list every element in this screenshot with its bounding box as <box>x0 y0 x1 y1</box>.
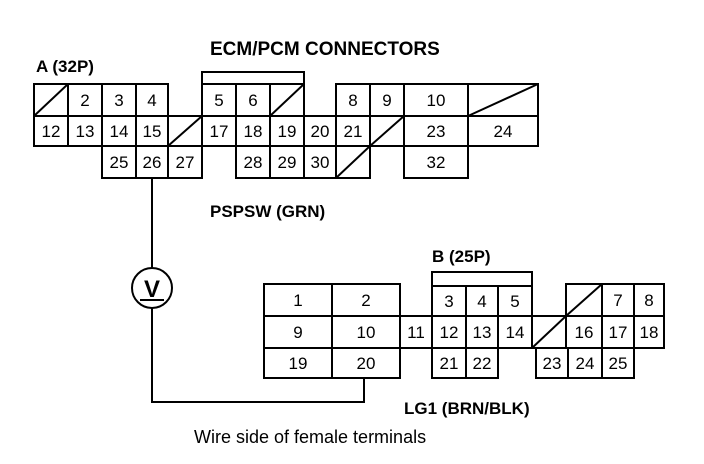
connector-b-pin: 5 <box>510 292 519 311</box>
connector-b-pin: 13 <box>473 323 492 342</box>
connector-b-cavity <box>263 347 333 379</box>
connector-a: 2 3 4 5 6 8 9 10 12 13 14 15 17 18 1 <box>33 71 539 179</box>
connector-a-pin: 32 <box>427 153 446 172</box>
connector-b-pin: 7 <box>613 291 622 310</box>
connector-a-pin: 20 <box>311 122 330 141</box>
connector-a-pin: 18 <box>244 122 263 141</box>
connector-a-cavity <box>403 145 469 179</box>
connector-a-pin: 28 <box>244 153 263 172</box>
connector-b-cavity <box>601 283 635 317</box>
connector-a-pin: 5 <box>214 91 223 110</box>
connector-a-cavity <box>467 115 539 147</box>
connector-a-pin: 4 <box>147 91 156 110</box>
connector-a-pin: 19 <box>278 122 297 141</box>
connector-a-label: A (32P) <box>36 57 94 76</box>
connector-b-cavity <box>431 347 467 379</box>
connector-b-pin: 16 <box>575 323 594 342</box>
connector-a-cavity-slash <box>33 83 69 117</box>
connector-b-pin: 9 <box>293 323 302 342</box>
connector-b-cavity <box>565 315 603 349</box>
connector-a-cavity-slash <box>269 83 305 117</box>
connector-b-pin: 11 <box>407 323 425 342</box>
connector-a-pin: 8 <box>348 91 357 110</box>
connector-a-pin: 26 <box>143 153 162 172</box>
connector-a-pin: 9 <box>382 91 391 110</box>
connector-a-cavity <box>269 115 305 147</box>
connector-b-lock-tab <box>431 271 533 286</box>
connector-b-cavity <box>331 283 401 317</box>
connector-a-pin: 13 <box>76 122 95 141</box>
connector-a-pin: 17 <box>210 122 229 141</box>
connector-a-cavity <box>269 145 305 179</box>
connector-a-pin: 21 <box>344 122 363 141</box>
connector-b-cavity <box>465 347 499 379</box>
diagram-caption: Wire side of female terminals <box>194 427 426 447</box>
connector-a-pin: 24 <box>494 122 513 141</box>
connector-b-pin: 25 <box>609 354 628 373</box>
connector-b-cavity <box>535 347 569 379</box>
connector-a-pin: 29 <box>278 153 297 172</box>
connector-a-pin: 27 <box>176 153 195 172</box>
connector-a-pin: 14 <box>110 122 129 141</box>
connector-a-pin: 15 <box>143 122 162 141</box>
connector-a-cavity-slash <box>467 83 539 117</box>
voltmeter-circuit: V <box>131 178 365 403</box>
connector-b-cavity <box>601 347 635 379</box>
connector-b-pin: 21 <box>440 354 459 373</box>
connector-b-cavity <box>633 283 665 317</box>
connector-a-cavity <box>167 145 203 179</box>
connector-b-pin: 10 <box>357 323 376 342</box>
connector-a-cavity <box>67 115 103 147</box>
connector-b-pin: 24 <box>576 354 595 373</box>
connector-a-pin: 12 <box>42 122 61 141</box>
connector-a-cavity <box>135 145 169 179</box>
connector-b-pin: 20 <box>357 354 376 373</box>
diagram-title: ECM/PCM CONNECTORS <box>210 39 440 60</box>
connector-b-pin: 14 <box>506 323 525 342</box>
connector-b-cavity-slash <box>565 283 603 317</box>
connector-b-cavity <box>263 315 333 349</box>
wire-a-label: PSPSW (GRN) <box>210 202 325 221</box>
voltmeter-symbol: V <box>144 276 160 303</box>
connector-a-cavity-slash <box>167 115 203 147</box>
connector-a-cavity-slash <box>335 145 371 179</box>
connector-a-cavity <box>101 115 137 147</box>
connector-b-pin: 3 <box>444 292 453 311</box>
connector-a-cavity-slash <box>369 115 405 147</box>
connector-a-cavity <box>235 145 271 179</box>
connector-b-label: B (25P) <box>432 247 491 266</box>
connector-b-cavity-slash <box>531 315 567 349</box>
connector-b-pin: 1 <box>293 291 302 310</box>
connector-b-cavity <box>633 315 665 349</box>
probe-wire-b <box>151 308 365 403</box>
connector-b-pin: 19 <box>289 354 308 373</box>
connector-b-cavity <box>497 285 533 317</box>
wire-b-label: LG1 (BRN/BLK) <box>404 399 530 418</box>
connector-b-pin: 12 <box>440 323 459 342</box>
connector-a-pin: 2 <box>80 91 89 110</box>
connector-a-pin: 3 <box>114 91 123 110</box>
connector-b-pin: 4 <box>477 292 486 311</box>
connector-b: 1 2 9 10 19 20 11 3 4 5 12 13 14 21 22 <box>263 271 665 379</box>
connector-b-pin: 18 <box>640 323 659 342</box>
connector-b-pin: 8 <box>644 291 653 310</box>
connector-a-lock-tab <box>201 71 305 84</box>
connector-a-pin: 6 <box>248 91 257 110</box>
connector-a-cavity <box>33 115 69 147</box>
connector-a-pin: 25 <box>110 153 129 172</box>
connector-a-cavity <box>303 145 337 179</box>
connector-b-pin: 22 <box>473 354 492 373</box>
connector-a-pin: 30 <box>311 153 330 172</box>
connector-a-cavity <box>135 115 169 147</box>
connector-b-pin: 23 <box>543 354 562 373</box>
connector-b-cavity <box>263 283 333 317</box>
connector-a-pin: 10 <box>427 91 446 110</box>
connector-b-cavity <box>331 347 401 379</box>
connector-b-pin: 2 <box>361 291 370 310</box>
connector-b-pin: 17 <box>609 323 628 342</box>
connector-a-pin: 23 <box>427 122 446 141</box>
